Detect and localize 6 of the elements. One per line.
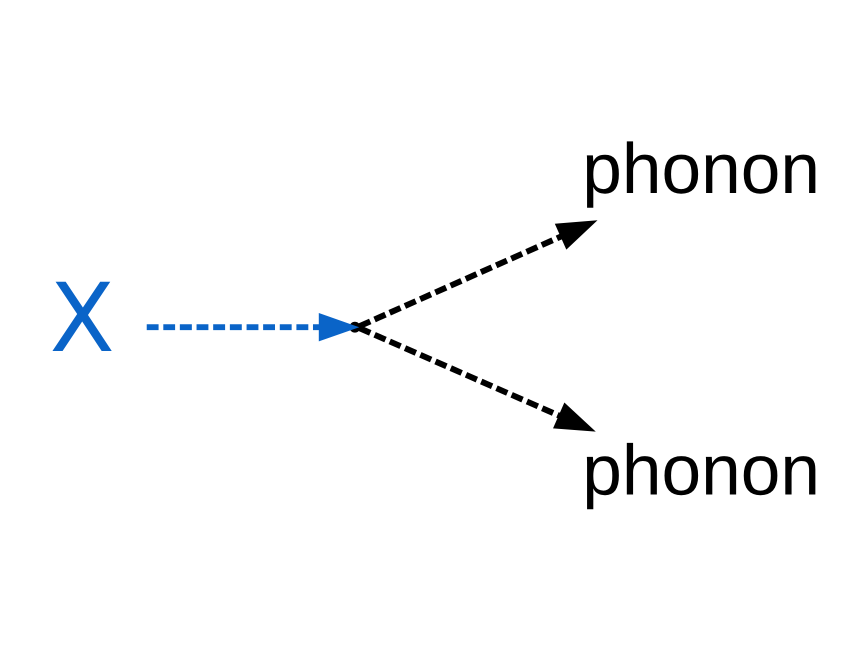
node-text: phonon xyxy=(582,129,820,209)
node-text: X xyxy=(50,264,115,374)
node-text: phonon xyxy=(582,430,820,511)
node-point xyxy=(349,322,360,333)
arrow xyxy=(358,325,596,432)
arrow xyxy=(358,220,598,329)
